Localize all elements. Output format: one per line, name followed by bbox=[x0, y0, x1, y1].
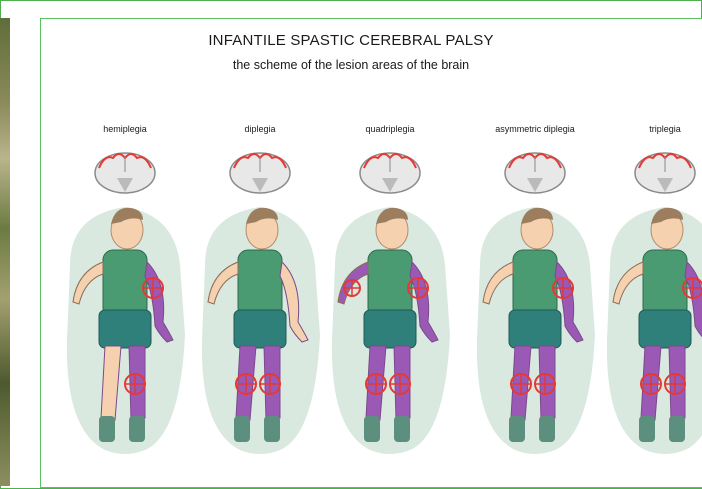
lesion-marker-left-leg bbox=[366, 374, 386, 394]
left-foot bbox=[364, 416, 380, 442]
right-foot bbox=[539, 416, 555, 442]
figure-asymmetric-diplegia bbox=[477, 153, 595, 454]
torso-shirt bbox=[103, 250, 147, 318]
figure-triplegia bbox=[607, 153, 702, 454]
left-foot bbox=[234, 416, 250, 442]
lesion-marker-right-leg bbox=[125, 374, 145, 394]
lesion-marker-right-arm bbox=[553, 278, 573, 298]
lesion-marker-right-leg bbox=[535, 374, 555, 394]
brain-icon bbox=[360, 153, 420, 193]
right-leg bbox=[264, 346, 280, 420]
lesion-marker-right-arm bbox=[408, 278, 428, 298]
lesion-marker-left-arm bbox=[344, 280, 360, 296]
right-leg bbox=[129, 346, 145, 420]
lesion-marker-right-leg bbox=[390, 374, 410, 394]
brain-icon bbox=[230, 153, 290, 193]
brain-icon bbox=[95, 153, 155, 193]
brain-icon bbox=[635, 153, 695, 193]
right-foot bbox=[394, 416, 410, 442]
lesion-marker-left-leg bbox=[641, 374, 661, 394]
figure-hemiplegia bbox=[67, 153, 185, 454]
torso-shirt bbox=[238, 250, 282, 318]
right-foot bbox=[669, 416, 685, 442]
shorts bbox=[364, 310, 416, 348]
torso-shirt bbox=[643, 250, 687, 318]
right-leg bbox=[394, 346, 410, 420]
shorts bbox=[99, 310, 151, 348]
left-foot bbox=[639, 416, 655, 442]
brain-icon bbox=[505, 153, 565, 193]
left-foot bbox=[509, 416, 525, 442]
right-leg bbox=[539, 346, 555, 420]
lesion-marker-right-leg bbox=[665, 374, 685, 394]
lesion-marker-right-leg bbox=[260, 374, 280, 394]
torso-shirt bbox=[513, 250, 557, 318]
left-foot bbox=[99, 416, 115, 442]
lesion-marker-left-leg bbox=[236, 374, 256, 394]
figure-quadriplegia bbox=[332, 153, 450, 454]
lesion-marker-right-arm bbox=[683, 278, 702, 298]
figure-diplegia bbox=[202, 153, 320, 454]
shorts bbox=[234, 310, 286, 348]
right-foot bbox=[264, 416, 280, 442]
lesion-marker-left-leg bbox=[511, 374, 531, 394]
right-foot bbox=[129, 416, 145, 442]
torso-shirt bbox=[368, 250, 412, 318]
right-leg bbox=[669, 346, 685, 420]
shorts bbox=[639, 310, 691, 348]
lesion-marker-right-arm bbox=[143, 278, 163, 298]
shorts bbox=[509, 310, 561, 348]
